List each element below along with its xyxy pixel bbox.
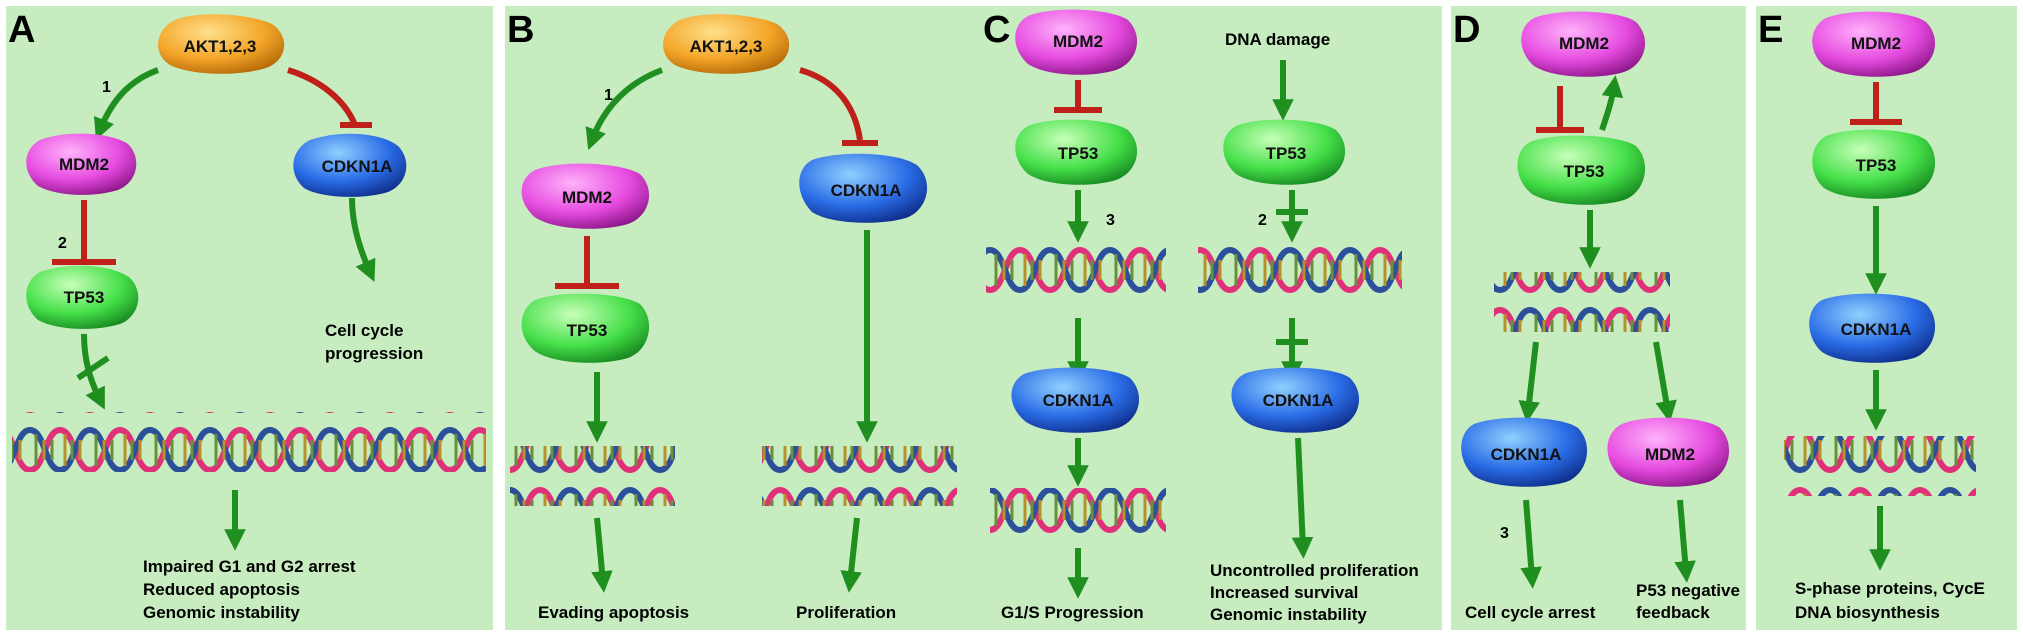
- cdkn1a-node-e: CDKN1A: [1809, 293, 1936, 363]
- mdm2-label-d-bottom: MDM2: [1645, 445, 1695, 464]
- dna-to-mdm2-arrow-d: [1653, 341, 1677, 423]
- tp53-node-c-left: TP53: [1015, 119, 1138, 185]
- akt-inhibits-cdkn1a-b: [799, 67, 863, 141]
- tp53-label-b: TP53: [567, 321, 608, 340]
- mdm2-node-c: MDM2: [1015, 9, 1138, 75]
- genomic-instability-label-c: Genomic instability: [1210, 605, 1367, 624]
- tp53-to-mdm2-feedback-arrow: [1599, 75, 1624, 131]
- dna-biosynthesis-label: DNA biosynthesis: [1795, 603, 1940, 622]
- mdm2-node-d-top: MDM2: [1521, 11, 1646, 77]
- panel-d: D MDM2 TP53 CDKN1A MDM2 3 Cell cycle arr…: [1451, 6, 1746, 630]
- cdkn1a-node-c-right: CDKN1A: [1231, 367, 1360, 433]
- increased-survival-label: Increased survival: [1210, 583, 1358, 602]
- cdkn1a-to-arrest-arrow: [1520, 499, 1542, 589]
- tp53-node: TP53: [26, 265, 139, 329]
- mdm2-label-e: MDM2: [1851, 34, 1901, 53]
- panel-e-letter: E: [1758, 9, 1783, 51]
- dna-to-evading-arrow: [591, 517, 613, 593]
- tp53-label-c-right: TP53: [1266, 144, 1307, 163]
- dna-helix-b-right: [762, 446, 957, 506]
- outcome-a-line-2: Reduced apoptosis: [143, 580, 300, 599]
- step-3-label-d: 3: [1500, 525, 1509, 542]
- cell-cycle-line-1: Cell cycle: [325, 321, 403, 340]
- g1s-progression-label: G1/S Progression: [1001, 603, 1144, 622]
- tp53-blocked-mark: [76, 355, 110, 381]
- akt-label: AKT1,2,3: [184, 37, 257, 56]
- tp53-label: TP53: [64, 288, 105, 307]
- step-1-label: 1: [102, 79, 111, 96]
- cdkn1a-node-d: CDKN1A: [1461, 417, 1588, 487]
- tp53-node-e: TP53: [1812, 129, 1936, 199]
- mdm2-label-c: MDM2: [1053, 32, 1103, 51]
- panel-a-letter: A: [8, 9, 35, 51]
- akt-node-b: AKT1,2,3: [663, 14, 790, 74]
- feedback-label: feedback: [1636, 603, 1710, 622]
- step-2-label: 2: [58, 235, 67, 252]
- uncontrolled-proliferation-label: Uncontrolled proliferation: [1210, 561, 1419, 580]
- akt-to-mdm2-arrow: [93, 67, 160, 141]
- dna-helix-a: [12, 412, 486, 472]
- dna-helix-c-right: [1198, 246, 1402, 306]
- dna-helix-b-left: [510, 446, 675, 506]
- dna-helix-d: [1494, 272, 1670, 332]
- cdkn1a-to-outcome-arrow-c: [1291, 437, 1314, 559]
- panel-c-letter: C: [983, 9, 1010, 51]
- panel-c: C MDM2 TP53 3 CDKN1A G1/S Progression DN…: [981, 6, 1442, 630]
- cdkn1a-label-d: CDKN1A: [1491, 445, 1562, 464]
- step-3-label-c: 3: [1106, 212, 1115, 229]
- mdm2-label-b: MDM2: [562, 188, 612, 207]
- cell-cycle-line-2: progression: [325, 344, 423, 363]
- cdkn1a-label-b: CDKN1A: [831, 181, 902, 200]
- mdm2-label-d-top: MDM2: [1559, 34, 1609, 53]
- mdm2-label: MDM2: [59, 155, 109, 174]
- cell-cycle-arrest-label: Cell cycle arrest: [1465, 603, 1596, 622]
- cdkn1a-label: CDKN1A: [322, 157, 393, 176]
- cdkn1a-to-progression-arrow: [349, 197, 376, 282]
- tp53-label-e: TP53: [1856, 156, 1897, 175]
- tp53-node-b: TP53: [521, 293, 650, 363]
- step-2-label-c: 2: [1258, 212, 1267, 229]
- cdkn1a-label-c-right: CDKN1A: [1263, 391, 1334, 410]
- tp53-label-d: TP53: [1564, 162, 1605, 181]
- mdm2-to-feedback-arrow: [1674, 499, 1696, 583]
- akt-inhibits-cdkn1a: [287, 67, 358, 127]
- cdkn1a-label-e: CDKN1A: [1841, 320, 1912, 339]
- tp53-label-c-left: TP53: [1058, 144, 1099, 163]
- panel-a: A AKT1,2,3 1 MDM2 CDKN1A 2 Cell cycle pr…: [6, 6, 493, 630]
- dna-to-proliferation-arrow: [840, 517, 862, 593]
- evading-apoptosis-label: Evading apoptosis: [538, 603, 689, 622]
- akt-node: AKT1,2,3: [158, 14, 285, 74]
- cdkn1a-node: CDKN1A: [293, 133, 407, 197]
- panel-b-letter: B: [507, 9, 534, 51]
- step-1-label-b: 1: [604, 87, 613, 104]
- outcome-a-line-1: Impaired G1 and G2 arrest: [143, 557, 356, 576]
- dna-helix-e: [1784, 436, 1976, 496]
- dna-helix-c-left-1: [986, 246, 1166, 306]
- dna-damage-label: DNA damage: [1225, 30, 1330, 49]
- dna-helix-c-left-2: [990, 488, 1166, 544]
- p53-negative-label: P53 negative: [1636, 581, 1740, 600]
- tp53-node-d: TP53: [1517, 135, 1646, 205]
- mdm2-node-e: MDM2: [1812, 11, 1936, 77]
- akt-label-b: AKT1,2,3: [690, 37, 763, 56]
- panel-b: B AKT1,2,3 1 MDM2 CDKN1A TP53 Evad: [505, 6, 982, 630]
- panel-e: E MDM2 TP53 CDKN1A S-phase proteins, Cyc…: [1756, 6, 2017, 630]
- akt-to-mdm2-arrow-b: [585, 67, 664, 151]
- cdkn1a-label-c-left: CDKN1A: [1043, 391, 1114, 410]
- tp53-node-c-right: TP53: [1223, 119, 1346, 185]
- dna-to-cdkn1a-arrow-d: [1518, 341, 1540, 423]
- mdm2-node-b: MDM2: [521, 163, 650, 229]
- cdkn1a-node-c-left: CDKN1A: [1011, 367, 1140, 433]
- mdm2-node-d-bottom: MDM2: [1607, 417, 1730, 487]
- mdm2-node: MDM2: [26, 133, 137, 195]
- proliferation-label: Proliferation: [796, 603, 896, 622]
- cdkn1a-node-b: CDKN1A: [799, 153, 928, 223]
- panel-d-letter: D: [1453, 9, 1480, 51]
- outcome-a-line-3: Genomic instability: [143, 603, 300, 622]
- s-phase-label: S-phase proteins, CycE: [1795, 579, 1985, 598]
